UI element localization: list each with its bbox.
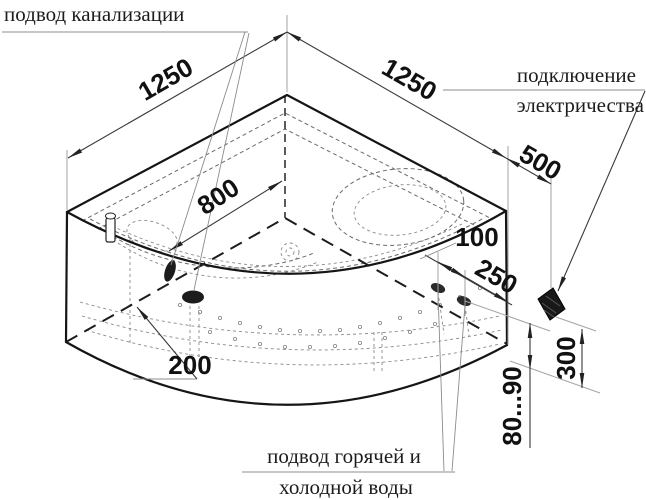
faucet — [105, 212, 116, 243]
dim-inner-width: 800 — [192, 172, 245, 221]
dim-electric-offset: 500 — [514, 138, 567, 186]
drain-jet-fitting — [164, 260, 176, 282]
dim-stub-spacing: 100 — [455, 222, 498, 252]
apron-dot-texture — [177, 285, 482, 349]
dim-left-width: 1250 — [133, 52, 198, 107]
hidden-construction-lines — [79, 95, 503, 372]
dimension-lines — [67, 31, 585, 448]
water-label-line1: подвод горячей и — [267, 444, 421, 468]
dim-electric-height: 300 — [551, 336, 581, 379]
dim-leg-height: 80...90 — [497, 366, 527, 446]
sewer-label: подвод канализации — [4, 2, 184, 26]
dim-stub-offset: 250 — [470, 252, 523, 300]
electrical-box — [537, 287, 566, 321]
leader-lines — [2, 31, 646, 473]
water-stub-cold — [456, 295, 472, 307]
electric-label-line1: подключение — [517, 63, 636, 87]
water-label-line2: холодной воды — [279, 475, 413, 499]
dim-drain-offset: 200 — [168, 350, 211, 380]
dim-right-width: 1250 — [377, 52, 442, 107]
electric-label-line2: электричества — [517, 93, 645, 117]
drain-outlet-fitting — [182, 290, 204, 304]
